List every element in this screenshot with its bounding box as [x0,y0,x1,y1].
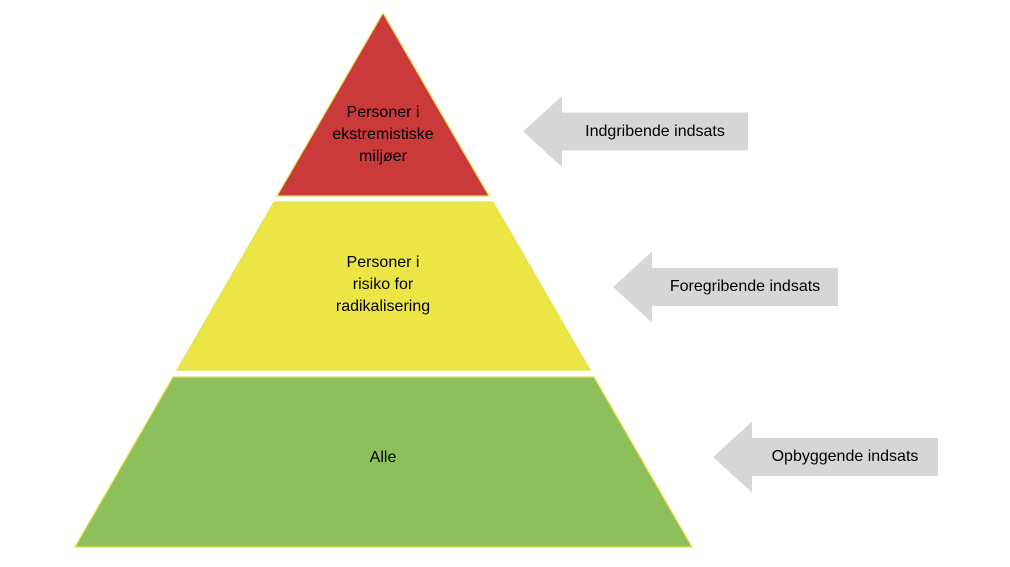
pyramid-level-top-label: Personer i ekstremistiske miljøer [332,104,434,165]
pyramid-level-bottom-shape [73,376,694,548]
left-arrow-icon-middle [613,251,838,323]
arrow-label-middle: Foregribende indsats [669,278,821,295]
pyramid-level-bottom-label: Alle [369,449,397,466]
arrow-label-top: Indgribende indsats [585,122,725,140]
left-arrow-icon-top [523,96,748,167]
pyramid-level-top-shape [275,11,491,197]
left-arrow-icon-bottom [713,421,938,493]
arrow-label-bottom: Opbyggende indsats [771,448,919,465]
pyramid-level-middle-shape [175,201,592,371]
pyramid-level-middle-label: Personer i risiko for radikalisering [335,254,431,315]
